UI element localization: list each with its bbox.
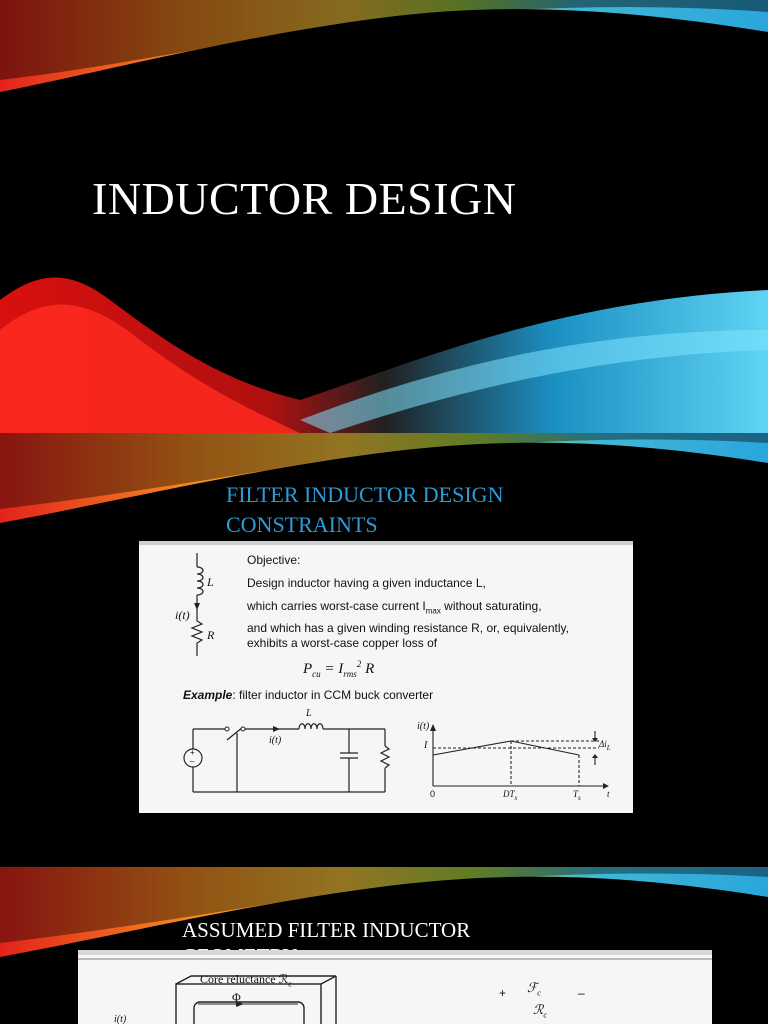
waveform-y-label: i(t) [417, 721, 430, 732]
slide-title: INDUCTOR DESIGN [92, 173, 517, 224]
buck-label-current: i(t) [269, 735, 282, 746]
label-R: R [207, 628, 215, 642]
geometry-figure: Core reluctance ℛc Φ i(t) + ℱc – ℛc [78, 950, 712, 1024]
mmf-minus: – [578, 986, 585, 1000]
slide-title-line2: CONSTRAINTS [226, 512, 378, 537]
swoosh-decoration [0, 867, 768, 957]
objective-line3: and which has a given winding resistance… [247, 621, 569, 635]
swoosh-decoration [0, 0, 768, 433]
source-plus: + [190, 748, 195, 757]
swoosh-decoration [0, 433, 768, 523]
core-reluctance-label: Core reluctance ℛc [200, 972, 292, 989]
buck-label-L: L [306, 708, 312, 719]
waveform-x0: 0 [430, 789, 436, 799]
inductor-resistor-schematic [183, 553, 609, 793]
objective-line2: which carries worst-case current Imax wi… [247, 599, 542, 616]
example-caption: Example: filter inductor in CCM buck con… [183, 688, 434, 702]
waveform-I-label: I [424, 740, 428, 751]
copper-loss-formula: Pcu = Irms2 R [303, 659, 375, 679]
source-minus: – [190, 757, 195, 766]
waveform-x-dts: DTs [503, 789, 518, 802]
slide-filter-inductor-constraints: FILTER INDUCTOR DESIGN CONSTRAINTS [0, 433, 768, 867]
objective-line1: Design inductor having a given inductanc… [247, 576, 486, 590]
mmf-label: ℱc [527, 980, 541, 998]
label-current: i(t) [175, 608, 190, 622]
waveform-x-ts: Ts [573, 789, 581, 802]
objective-figure: L i(t) R Objective: Design inductor havi… [139, 541, 633, 813]
waveform-delta-label: ΔiL [599, 739, 611, 752]
reluctance-symbol: ℛc [533, 1002, 547, 1020]
slide-inductor-design: INDUCTOR DESIGN [0, 0, 768, 433]
slide-title: ASSUMED FILTER INDUCTOR GEOMETRY [182, 918, 471, 950]
objective-line4: exhibits a worst-case copper loss of [247, 636, 438, 650]
label-L: L [207, 575, 214, 589]
slide-title-line1: FILTER INDUCTOR DESIGN [226, 482, 504, 507]
waveform-x-t: t [607, 789, 610, 799]
current-label: i(t) [114, 1014, 127, 1024]
slide-assumed-geometry: Core reluctance ℛc Φ i(t) + ℱc – ℛc ASSU… [0, 867, 768, 1024]
mmf-plus: + [499, 986, 507, 1000]
objective-heading: Objective: [247, 553, 301, 567]
core-sketch [175, 975, 337, 1024]
slide-title: FILTER INDUCTOR DESIGN CONSTRAINTS [226, 480, 503, 540]
flux-label: Φ [232, 990, 241, 1004]
